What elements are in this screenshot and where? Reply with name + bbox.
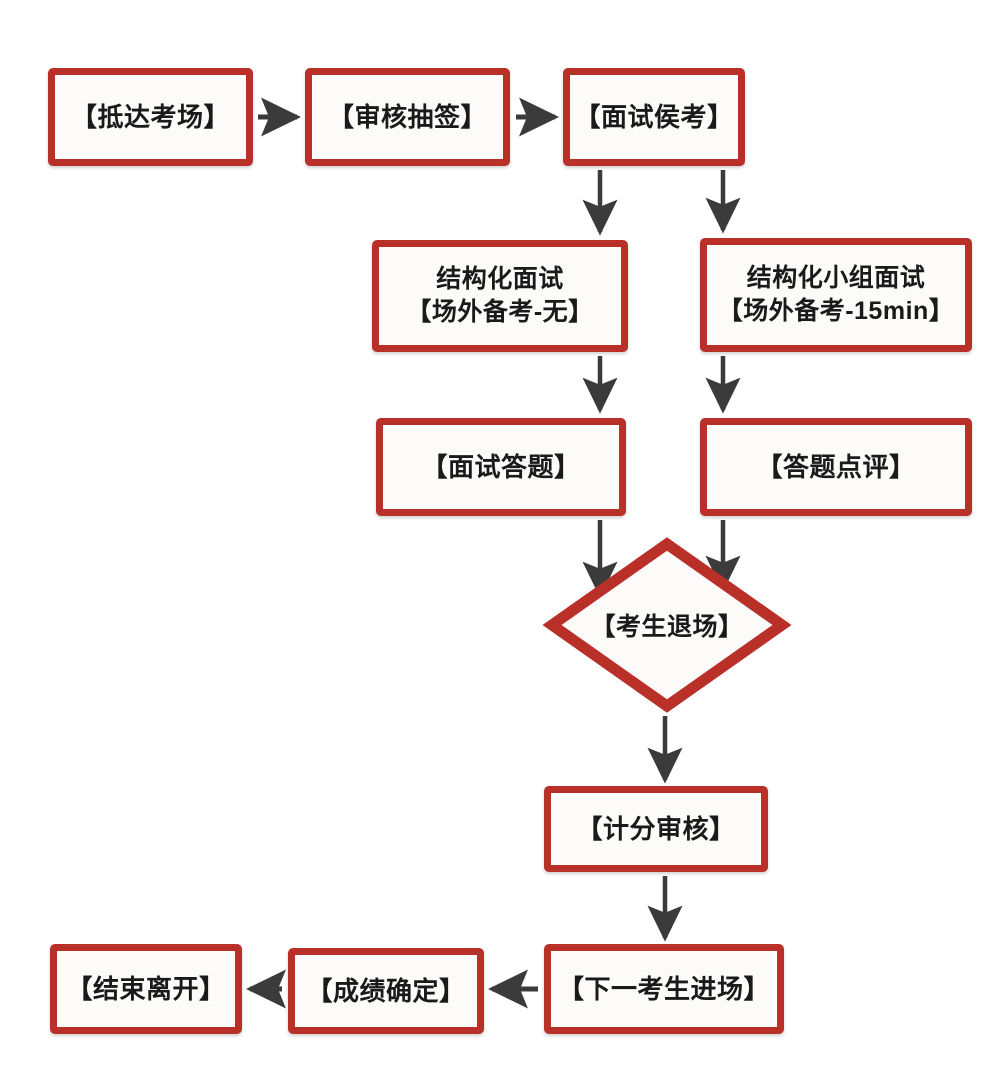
node-review-and-draw-lots[interactable]: 【审核抽签】 [305, 68, 510, 166]
node-interview-waiting[interactable]: 【面试侯考】 [563, 68, 745, 166]
node-label: 结构化面试 【场外备考-无】 [406, 265, 594, 326]
diamond-shape [542, 537, 792, 713]
node-next-candidate-enters[interactable]: 【下一考生进场】 [544, 944, 784, 1034]
node-answer-commentary[interactable]: 【答题点评】 [700, 418, 972, 516]
node-label: 【面试侯考】 [574, 101, 734, 132]
node-label: 结构化小组面试 【场外备考-15min】 [717, 264, 955, 325]
node-label: 【计分审核】 [576, 813, 736, 844]
node-label: 【结束离开】 [66, 973, 226, 1004]
node-score-audit[interactable]: 【计分审核】 [544, 786, 768, 872]
node-score-finalized[interactable]: 【成绩确定】 [288, 948, 484, 1034]
node-label: 【成绩确定】 [306, 975, 466, 1006]
node-label: 【审核抽签】 [327, 101, 487, 132]
node-label: 【面试答题】 [421, 451, 581, 482]
node-interview-answering[interactable]: 【面试答题】 [376, 418, 626, 516]
node-label: 【考生退场】 [590, 613, 744, 641]
node-structured-interview[interactable]: 结构化面试 【场外备考-无】 [372, 240, 628, 352]
node-label: 【下一考生进场】 [557, 973, 770, 1004]
node-label: 【抵达考场】 [70, 101, 230, 132]
node-structured-group-interview[interactable]: 结构化小组面试 【场外备考-15min】 [700, 238, 972, 352]
node-label: 【答题点评】 [756, 451, 916, 482]
node-finish-and-leave[interactable]: 【结束离开】 [50, 944, 242, 1034]
node-candidate-exit[interactable]: 【考生退场】 [542, 537, 792, 713]
node-arrive-at-exam-site[interactable]: 【抵达考场】 [48, 68, 253, 166]
